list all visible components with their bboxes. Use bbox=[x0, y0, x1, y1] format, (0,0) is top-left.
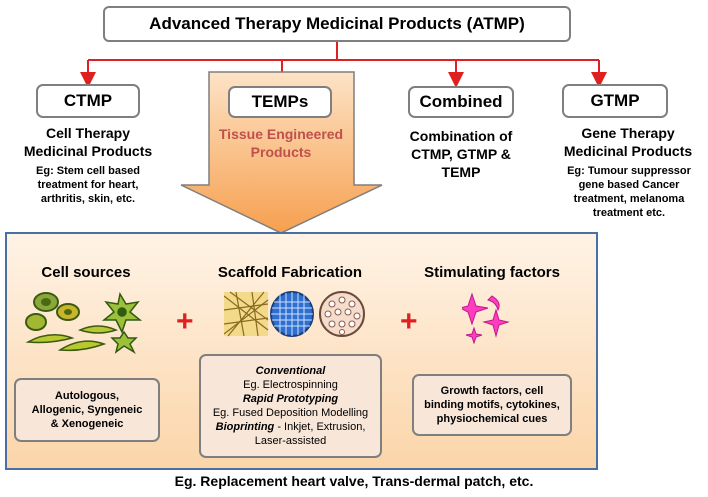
atmp-title-box: Advanced Therapy Medicinal Products (ATM… bbox=[103, 6, 571, 42]
stem-cell-icon bbox=[25, 292, 80, 331]
rapid-prototyping-label: Rapid Prototyping bbox=[242, 393, 339, 405]
combined-title-line2: CTMP, GTMP & bbox=[411, 146, 511, 162]
combined-title-line3: TEMP bbox=[441, 164, 481, 180]
conventional-label: Conventional bbox=[255, 365, 326, 377]
stim-title: Stimulating factors bbox=[424, 264, 560, 281]
plus-sign-right: + bbox=[400, 305, 418, 338]
combined-title-line1: Combination of bbox=[409, 128, 513, 144]
bioprinting-label: Bioprinting bbox=[215, 421, 275, 433]
gtmp-title-line1: Gene Therapy bbox=[581, 125, 675, 141]
cell-sources-line: Allogenic, Syngeneic bbox=[31, 404, 143, 416]
temps-title-line1: Tissue Engineered bbox=[218, 126, 344, 142]
spindle-cell-icon bbox=[25, 325, 119, 352]
fibrous-scaffold-icon bbox=[224, 291, 269, 337]
gtmp-desc-line: gene based Cancer bbox=[578, 179, 680, 191]
fused-deposition-text: Eg. Fused Deposition Modelling bbox=[212, 407, 369, 419]
sparkle-icon bbox=[462, 292, 510, 344]
scaffold-title: Scaffold Fabrication bbox=[217, 264, 363, 281]
ctmp-desc: Eg: Stem cell based treatment for heart,… bbox=[5, 164, 171, 206]
cell-sources-line: & Xenogeneic bbox=[50, 418, 124, 430]
plus-sign-left: + bbox=[176, 305, 194, 338]
gtmp-box: GTMP bbox=[562, 84, 668, 118]
scaffold-box: Conventional Eg. Electrospinning Rapid P… bbox=[199, 354, 382, 458]
temps-title-line2: Products bbox=[250, 144, 312, 160]
porous-scaffold-icon bbox=[319, 291, 365, 337]
cell-sources-line: Autologous, bbox=[54, 390, 120, 402]
stim-line: binding motifs, cytokines, bbox=[424, 399, 560, 411]
gtmp-desc-line: treatment, melanoma bbox=[573, 193, 685, 205]
electrospinning-text: Eg. Electrospinning bbox=[243, 379, 338, 391]
ctmp-box: CTMP bbox=[36, 84, 140, 118]
gtmp-desc: Eg: Tumour suppressor gene based Cancer … bbox=[550, 164, 708, 220]
gtmp-title-line2: Medicinal Products bbox=[563, 143, 693, 159]
stim-factors-box: Growth factors, cell binding motifs, cyt… bbox=[412, 374, 572, 436]
ctmp-desc-line: arthritis, skin, etc. bbox=[40, 193, 136, 205]
stim-line: physiochemical cues bbox=[436, 413, 548, 425]
ctmp-desc-line: treatment for heart, bbox=[37, 179, 139, 191]
cells-illustration bbox=[25, 291, 143, 354]
combined-box: Combined bbox=[408, 86, 514, 118]
stim-line: Growth factors, cell bbox=[440, 385, 544, 397]
scaffold-illustration bbox=[224, 291, 365, 337]
gtmp-title: Gene Therapy Medicinal Products bbox=[548, 124, 708, 160]
bioprinting-line: Bioprinting - Inkjet, Extrusion, bbox=[201, 420, 380, 434]
gtmp-desc-line: treatment etc. bbox=[592, 207, 666, 219]
temps-title: Tissue Engineered Products bbox=[202, 125, 360, 161]
mesh-scaffold-icon bbox=[270, 291, 314, 337]
ctmp-desc-line: Eg: Stem cell based bbox=[36, 165, 140, 177]
ctmp-title: Cell Therapy Medicinal Products bbox=[5, 124, 171, 160]
gtmp-desc-line: Eg: Tumour suppressor bbox=[567, 165, 691, 177]
bioprinting-methods: - Inkjet, Extrusion, bbox=[274, 421, 366, 433]
ctmp-title-line2: Medicinal Products bbox=[23, 143, 153, 159]
ctmp-title-line1: Cell Therapy bbox=[45, 125, 131, 141]
cell-sources-box: Autologous, Allogenic, Syngeneic & Xenog… bbox=[14, 378, 160, 442]
star-cell-icon bbox=[101, 291, 143, 354]
combined-title: Combination of CTMP, GTMP & TEMP bbox=[386, 127, 536, 181]
cell-sources-title: Cell sources bbox=[41, 264, 131, 281]
temps-box: TEMPs bbox=[228, 86, 332, 118]
footer-example: Eg. Replacement heart valve, Trans-derma… bbox=[174, 473, 534, 489]
laser-assisted-text: Laser-assisted bbox=[254, 435, 327, 447]
